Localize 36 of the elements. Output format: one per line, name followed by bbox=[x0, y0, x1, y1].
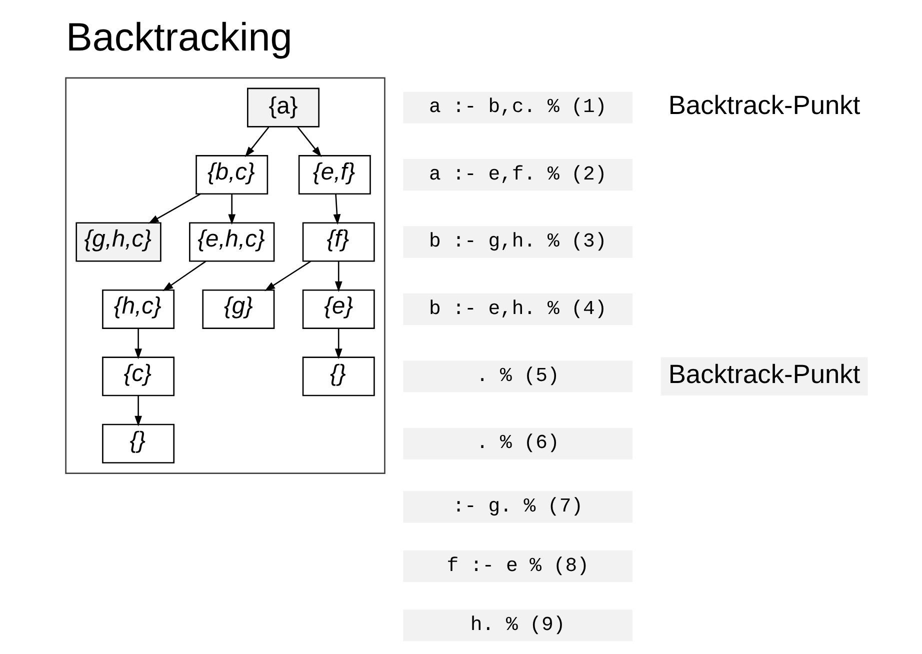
node-box: {b,c} bbox=[195, 155, 268, 195]
label: . % (5) bbox=[476, 365, 559, 388]
node-box: {g} bbox=[202, 289, 274, 329]
arrow bbox=[332, 194, 340, 225]
node-box: {g,h,c} bbox=[75, 222, 161, 262]
label: :- g. % (7) bbox=[452, 496, 583, 518]
node-box: {e,h,c} bbox=[188, 222, 274, 262]
arrow bbox=[228, 194, 236, 225]
label: Backtrack-Punkt bbox=[668, 359, 860, 390]
label: h. % (9) bbox=[470, 614, 565, 636]
arrow bbox=[334, 261, 342, 292]
node-box: {e,f} bbox=[298, 155, 370, 195]
arrow bbox=[134, 328, 142, 360]
cluster bbox=[64, 77, 385, 474]
arrow bbox=[244, 126, 269, 158]
label: b :- e,h. % (4) bbox=[428, 298, 606, 320]
arrow bbox=[148, 194, 200, 224]
label: a :- e,f. % (2) bbox=[428, 163, 606, 186]
diagram-title: Backtracking bbox=[66, 15, 292, 60]
arrow bbox=[334, 328, 342, 360]
node-box: {e} bbox=[302, 289, 374, 329]
arrow bbox=[296, 126, 322, 158]
node-box: {c} bbox=[102, 356, 174, 396]
node-box: {} bbox=[102, 424, 174, 464]
label: b :- g,h. % (3) bbox=[428, 230, 606, 253]
node-box: {} bbox=[302, 356, 374, 396]
arrow bbox=[264, 260, 311, 292]
node-box: {h,c} bbox=[102, 289, 174, 329]
label: a :- b,c. % (1) bbox=[428, 96, 606, 118]
label: Backtrack-Punkt bbox=[668, 90, 860, 120]
node-box: {a} bbox=[246, 88, 319, 128]
arrow bbox=[134, 396, 142, 426]
node-box: {f} bbox=[302, 222, 374, 262]
label: . % (6) bbox=[476, 432, 559, 454]
arrow bbox=[162, 260, 206, 292]
label: f :- e % (8) bbox=[446, 554, 588, 577]
